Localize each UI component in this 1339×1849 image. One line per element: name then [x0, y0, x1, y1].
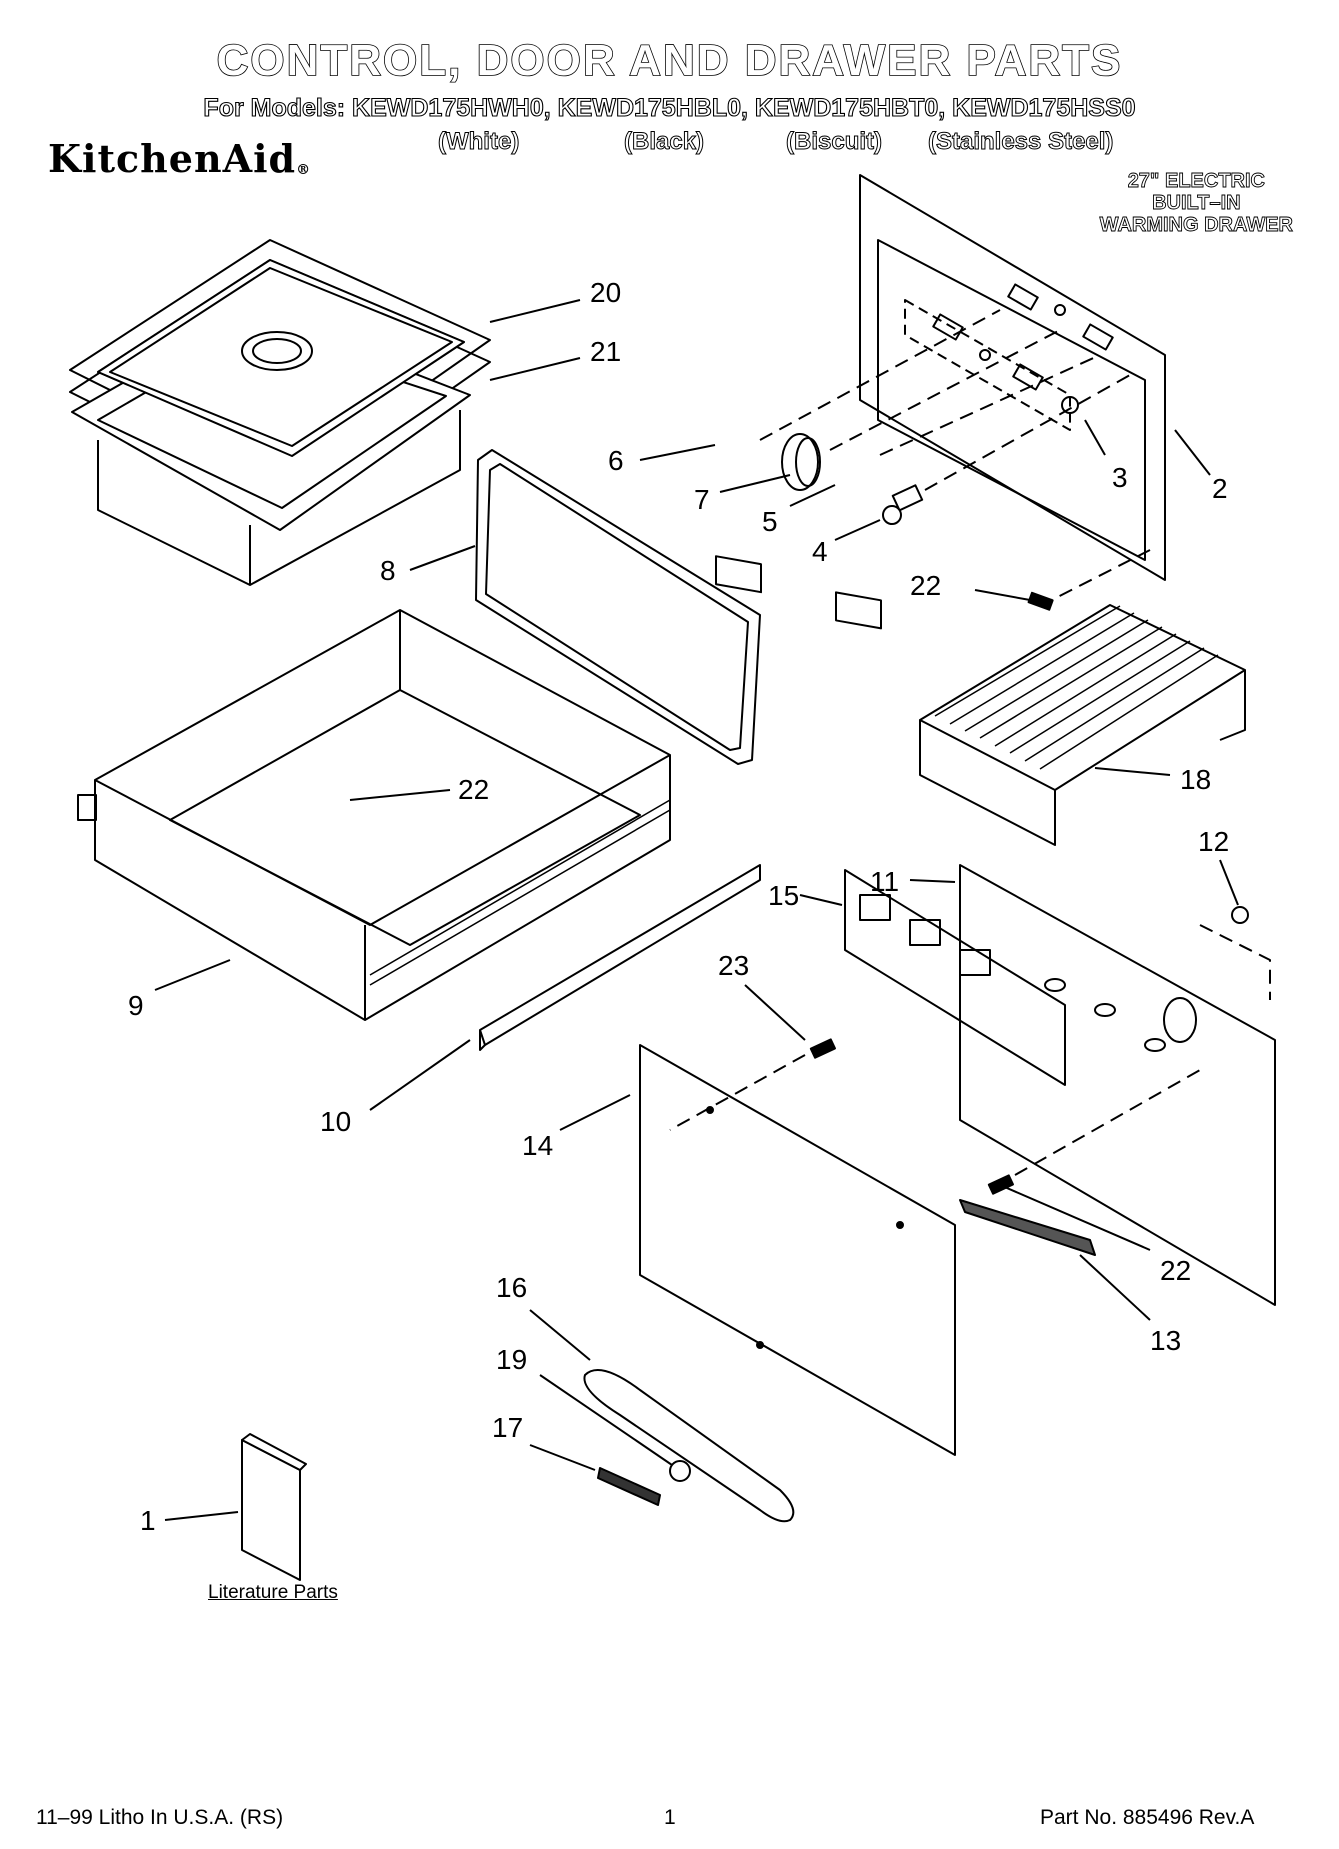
callout-23: 23: [718, 950, 750, 981]
product-description: 27" ELECTRIC BUILT–IN WARMING DRAWER: [1099, 170, 1293, 237]
brand-logo: KitchenAid®: [48, 136, 312, 181]
callout-12: 12: [1198, 826, 1230, 857]
screw-23: [809, 1038, 836, 1059]
callout-16: 16: [496, 1272, 528, 1303]
warming-rack: [919, 604, 1246, 846]
assembly-leaders-top: [759, 309, 1151, 607]
callout-7: 7: [694, 484, 710, 515]
finish-black: (Black): [623, 128, 705, 156]
callout-21: 21: [590, 336, 622, 367]
nut-12: [1231, 906, 1249, 924]
callout-5: 5: [762, 506, 778, 537]
callout-9: 9: [128, 990, 144, 1021]
callout-3: 3: [1112, 462, 1128, 493]
control-plate-outline: [904, 299, 1071, 431]
nut-12-leader: [1199, 924, 1271, 1000]
control-knob-7: [781, 433, 821, 491]
callout-leaders: [154, 299, 1239, 1521]
callout-15: 15: [768, 880, 800, 911]
control-trim-13: [959, 1199, 1096, 1256]
finish-white: (White): [437, 128, 520, 156]
drawer-door-panel: [639, 1044, 956, 1456]
callout-20: 20: [590, 277, 622, 308]
page-title: CONTROL, DOOR AND DRAWER PARTS: [216, 35, 1123, 86]
model-list: For Models: KEWD175HWH0, KEWD175HBL0, KE…: [203, 93, 1136, 122]
callout-22-drawer: 22: [458, 774, 490, 805]
callout-4: 4: [812, 536, 828, 567]
callout-8: 8: [380, 555, 396, 586]
footer-litho: 11–99 Litho In U.S.A. (RS): [36, 1806, 284, 1829]
callout-14: 14: [522, 1130, 554, 1161]
nameplate-badge: [597, 1467, 661, 1506]
handle-end-cap: [669, 1460, 691, 1482]
callout-13: 13: [1150, 1325, 1182, 1356]
finish-stainless: (Stainless Steel): [927, 128, 1114, 156]
callout-22-top: 22: [910, 570, 942, 601]
screw-23-leader: [669, 1054, 806, 1131]
drawer-handle: [583, 1369, 795, 1523]
footer-part-number: Part No. 8854­96 Rev.A: [1040, 1806, 1255, 1829]
drawer-front-liner: [959, 864, 1276, 1306]
rocker-switch-5: [835, 591, 882, 630]
finish-biscuit: (Biscuit): [786, 128, 883, 156]
callout-11: 11: [870, 866, 900, 897]
door-gasket: [475, 449, 761, 765]
callout-1: 1: [140, 1505, 156, 1536]
callout-19: 19: [496, 1344, 528, 1375]
callout-10: 10: [320, 1106, 352, 1137]
control-bracket: [844, 869, 1066, 1086]
callout-22-lower: 22: [1160, 1255, 1192, 1286]
footer-page-number: 1: [664, 1806, 676, 1829]
indicator-light-4: [882, 484, 924, 525]
drawer-slide: [479, 864, 761, 1051]
control-panel: [859, 174, 1166, 581]
callout-2: 2: [1212, 473, 1228, 504]
callout-6: 6: [608, 445, 624, 476]
rocker-switch-6: [715, 555, 762, 594]
warming-pan-and-lid: [69, 239, 491, 586]
drawer-box: [77, 609, 671, 1021]
screw-22-top: [1027, 591, 1054, 611]
screw-22-lower-leader: [1014, 1069, 1201, 1176]
callout-17: 17: [492, 1412, 524, 1443]
callout-18: 18: [1180, 764, 1212, 795]
literature-parts-label: Literature Parts: [208, 1582, 338, 1603]
